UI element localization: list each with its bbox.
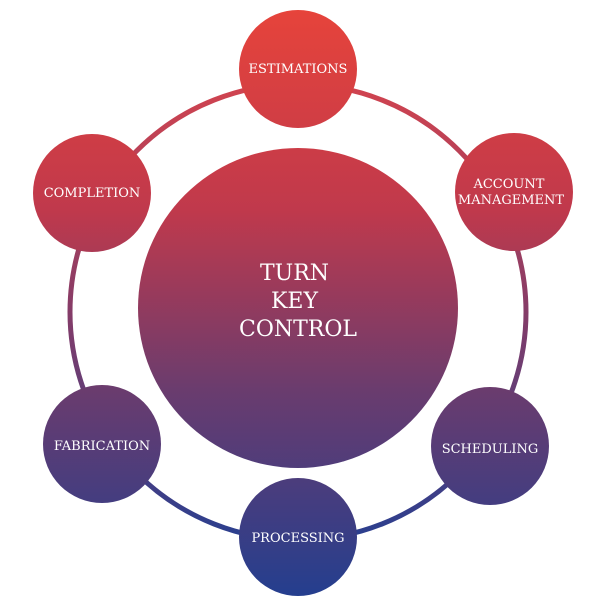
node-label: ESTIMATIONS — [249, 62, 348, 77]
node-label-line: ESTIMATIONS — [249, 62, 348, 77]
node-circle — [43, 385, 161, 503]
node-fabrication: FABRICATION — [43, 385, 161, 503]
node-account-management: ACCOUNT MANAGEMENT — [455, 133, 573, 251]
node-estimations: ESTIMATIONS — [239, 10, 357, 128]
node-label-line: SCHEDULING — [442, 442, 539, 457]
node-label: SCHEDULING — [442, 442, 539, 457]
center-hub: TURN KEY CONTROL — [138, 148, 458, 468]
node-label-line: FABRICATION — [54, 439, 150, 454]
node-completion: COMPLETION — [33, 134, 151, 252]
node-label-line: PROCESSING — [251, 531, 344, 546]
node-label: FABRICATION — [54, 439, 150, 454]
center-label-line: KEY — [271, 289, 318, 314]
center-circle — [138, 148, 458, 468]
node-processing: PROCESSING — [239, 478, 357, 596]
node-label: ACCOUNT MANAGEMENT — [458, 177, 565, 208]
center-label: TURN KEY CONTROL — [239, 261, 357, 342]
node-circle — [239, 478, 357, 596]
node-scheduling: SCHEDULING — [431, 387, 549, 505]
node-circle — [431, 387, 549, 505]
node-circle — [33, 134, 151, 252]
node-label-line: ACCOUNT — [472, 177, 544, 192]
node-label: PROCESSING — [251, 531, 344, 546]
node-label: COMPLETION — [44, 186, 141, 201]
node-circle — [239, 10, 357, 128]
node-circle — [455, 133, 573, 251]
center-label-line: TURN — [260, 261, 329, 286]
node-label-line: COMPLETION — [44, 186, 141, 201]
node-label-line: MANAGEMENT — [458, 193, 565, 208]
center-label-line: CONTROL — [239, 317, 357, 342]
